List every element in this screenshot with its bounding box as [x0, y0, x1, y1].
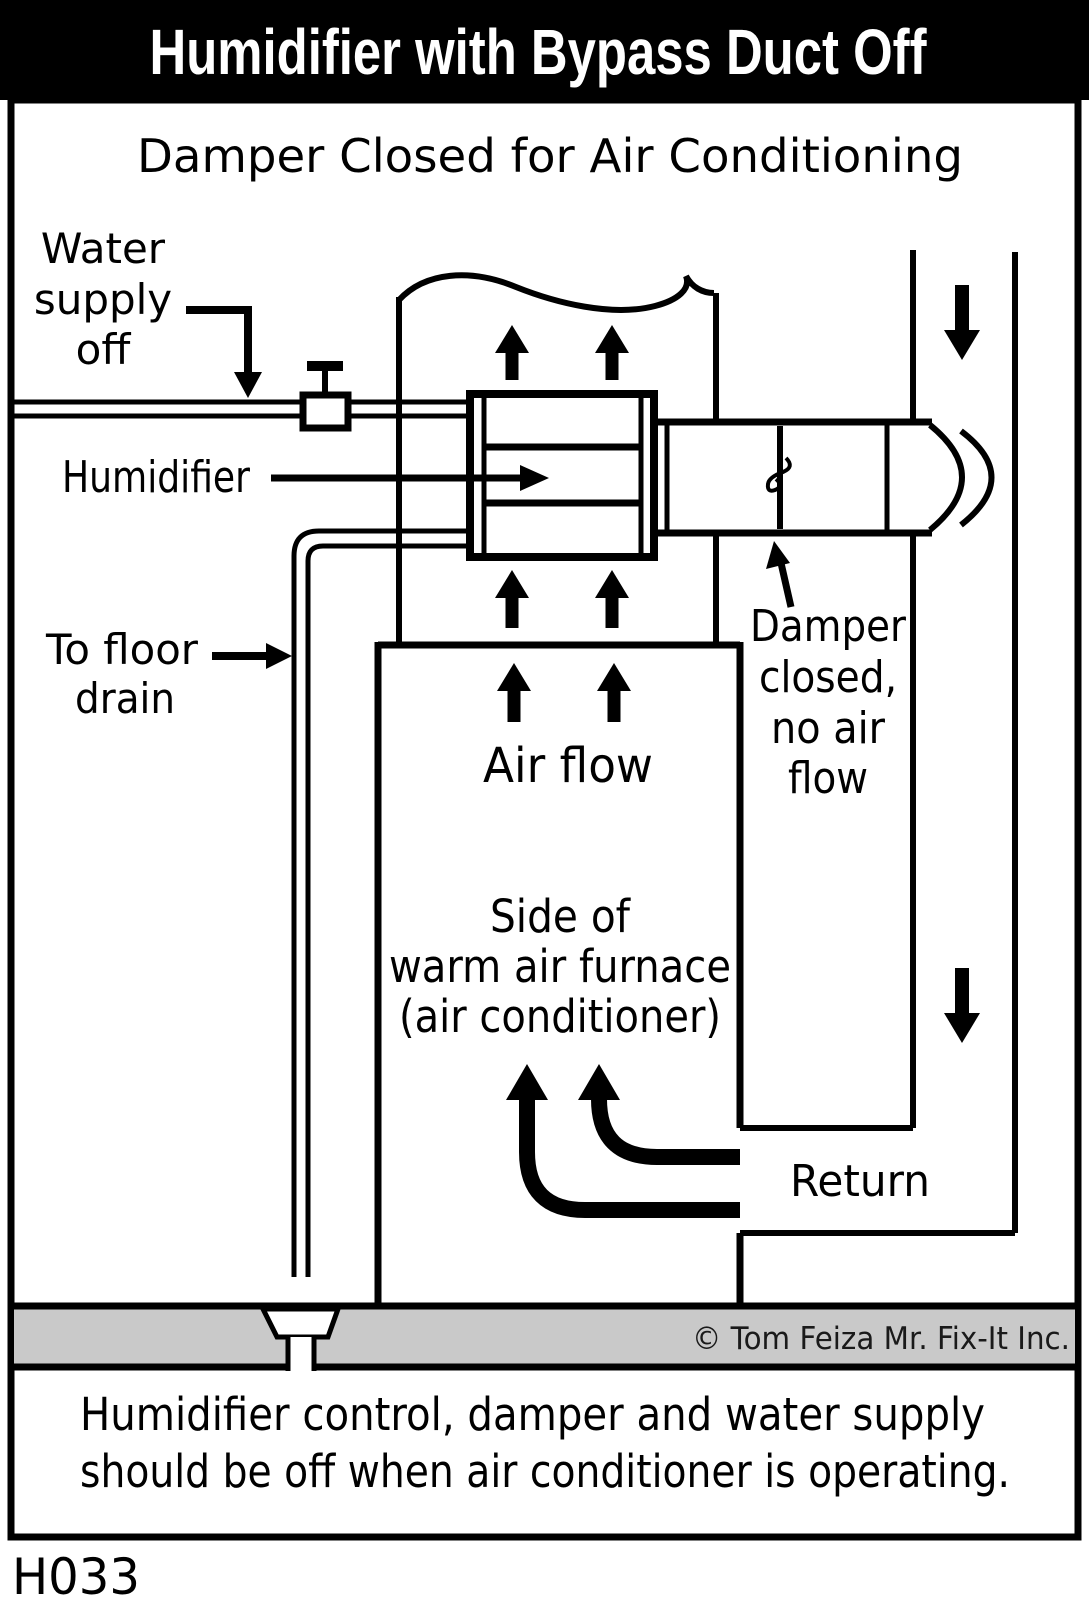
valve-body: [299, 391, 352, 432]
return-air-arrows: [506, 1064, 740, 1218]
floor-strip: [14, 1302, 1075, 1371]
diagram-labels: Water supply off Humidifier To floor dra…: [34, 224, 930, 1207]
drain-tube-inner-line: [305, 543, 470, 1277]
air-flow-label: Air flow: [483, 738, 653, 794]
down-arrow-icon: [944, 968, 980, 1043]
label-arrows: [186, 306, 795, 669]
water-supply-pointer-line: [186, 306, 252, 374]
supply-duct-wavy-top: [396, 272, 715, 313]
damper-label-line4: flow: [788, 753, 868, 804]
humidifier-label: Humidifier: [62, 452, 251, 503]
bypass-end-cap-inner-arc: [959, 428, 995, 528]
down-arrow-icon: [944, 285, 980, 360]
return-air-arrowhead-inner: [578, 1064, 620, 1100]
damper-pointer-head: [766, 541, 790, 569]
floor-strip-fill: [14, 1309, 1075, 1364]
damper-handle-icon: [765, 456, 792, 493]
damper-pointer-line: [777, 562, 795, 608]
floor-drain-spout-fill: [288, 1337, 314, 1371]
water-valve: [299, 361, 352, 432]
page-title: Humidifier with Bypass Duct Off: [150, 16, 928, 88]
duct-structure: [14, 250, 1018, 1309]
figure-id: H033: [12, 1548, 140, 1600]
return-air-curve-outer: [519, 1097, 740, 1218]
water-supply-label-line2: supply: [34, 275, 172, 324]
up-arrow-icon: [597, 663, 631, 722]
water-supply-label-line1: Water: [41, 224, 166, 273]
diagram-frame: [7, 96, 1082, 1541]
bypass-end-cap-outer-arc: [928, 422, 965, 533]
return-air-curve-inner: [591, 1097, 740, 1165]
floor-drain-funnel: [258, 1306, 342, 1340]
up-arrow-icon: [495, 325, 529, 380]
humidifier-pointer-head: [520, 465, 549, 491]
caption-line1: Humidifier control, damper and water sup…: [80, 1388, 985, 1441]
damper-label-line3: no air: [771, 703, 886, 754]
return-air-arrowhead-outer: [506, 1064, 548, 1100]
water-supply-pointer-head: [234, 372, 262, 398]
floor-drain-pointer-head: [266, 643, 292, 669]
caption-line2: should be off when air conditioner is op…: [80, 1445, 1010, 1498]
floor-drain-label-line1: To floor: [45, 625, 199, 674]
furnace-label-line3: (air conditioner): [399, 990, 721, 1043]
furnace-label-line1: Side of: [490, 890, 631, 943]
damper-label-line2: closed,: [759, 652, 897, 703]
title-bar: [0, 0, 1089, 100]
floor-drain-spout-sides: [285, 1337, 317, 1371]
up-arrow-icon: [595, 570, 629, 628]
diagram-subtitle: Damper Closed for Air Conditioning: [137, 129, 963, 183]
copyright-text: © Tom Feiza Mr. Fix-It Inc.: [692, 1321, 1070, 1357]
floor-drain: [258, 1306, 342, 1371]
return-down-arrows: [944, 285, 980, 1043]
up-arrow-icon: [595, 325, 629, 380]
airflow-up-arrows: [495, 325, 631, 722]
up-arrow-icon: [497, 663, 531, 722]
up-arrow-icon: [495, 570, 529, 628]
furnace-label-line2: warm air furnace: [389, 940, 731, 993]
drain-tube-outer-line: [291, 528, 470, 1277]
damper-label-line1: Damper: [750, 601, 907, 652]
floor-drain-label-line2: drain: [75, 674, 175, 723]
water-supply-label-line3: off: [76, 325, 132, 374]
return-label: Return: [790, 1156, 930, 1207]
